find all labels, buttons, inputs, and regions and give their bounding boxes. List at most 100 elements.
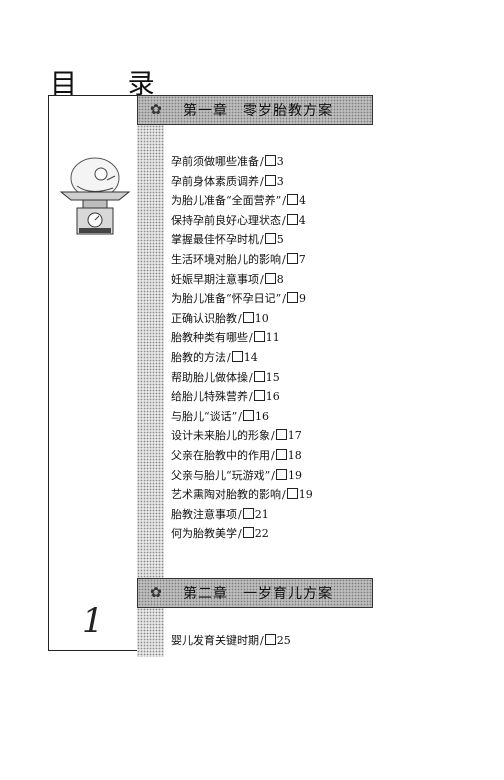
toc-entry-page: 14 (243, 350, 258, 364)
toc-entry[interactable]: 何为胎教美学/ 22 (171, 524, 313, 544)
toc-entry-title: 父亲与胎儿“玩游戏” (171, 468, 271, 482)
toc-separator: / (249, 331, 253, 345)
flower-icon: ✿ (150, 585, 162, 601)
page-box-icon (242, 527, 254, 539)
toc-separator: / (249, 390, 253, 404)
toc-entry-page: 19 (298, 488, 313, 502)
toc-entry-page: 4 (298, 194, 306, 208)
toc-entry-title: 何为胎教美学 (171, 527, 237, 541)
dotted-strip (137, 125, 164, 657)
toc-entry-page: 21 (254, 507, 269, 521)
toc-separator: / (260, 233, 264, 247)
toc-entry[interactable]: 孕前身体素质调养/ 3 (171, 172, 313, 192)
toc-entry[interactable]: 给胎儿特殊营养/ 16 (171, 387, 313, 407)
page-box-icon (242, 311, 254, 323)
toc-entry[interactable]: 父亲与胎儿“玩游戏”/ 19 (171, 466, 313, 486)
toc-separator: / (271, 429, 275, 443)
page-box-icon (231, 350, 243, 362)
toc-entry[interactable]: 艺术熏陶对胎教的影响/ 19 (171, 485, 313, 505)
toc-separator: / (238, 409, 242, 423)
toc-entry-title: 胎教种类有哪些 (171, 331, 248, 345)
page-title: 目 录 (50, 69, 157, 100)
toc-entry-title: 孕前身体素质调养 (171, 174, 259, 188)
toc-entry-title: 胎教注意事项 (171, 507, 237, 521)
toc-separator: / (238, 311, 242, 325)
page-box-icon (253, 390, 265, 402)
toc-entry-page: 7 (298, 252, 306, 266)
page-box-icon (253, 331, 265, 343)
toc-entry[interactable]: 胎教种类有哪些/ 11 (171, 328, 313, 348)
toc-entry-page: 8 (276, 272, 284, 286)
toc-entry-page: 11 (265, 331, 280, 345)
toc-entry-page: 5 (276, 233, 284, 247)
toc-separator: / (238, 507, 242, 521)
toc-entry[interactable]: 帮助胎儿做体操/ 15 (171, 368, 313, 388)
toc-entry-page: 19 (287, 468, 302, 482)
toc-separator: / (238, 527, 242, 541)
toc-entry[interactable]: 与胎儿“谈话”/16 (171, 407, 313, 427)
toc-entry[interactable]: 生活环境对胎儿的影响/7 (171, 250, 313, 270)
toc-entry-page: 22 (254, 527, 269, 541)
toc-entry-page: 10 (254, 311, 269, 325)
toc-separator: / (282, 194, 286, 208)
toc-entry[interactable]: 为胎儿准备“怀孕日记”/9 (171, 289, 313, 309)
toc-separator: / (260, 634, 264, 647)
toc-entry-page: 16 (265, 390, 280, 404)
toc-entry-title: 掌握最佳怀孕时机 (171, 233, 259, 247)
page-box-icon (286, 194, 298, 206)
toc-separator: / (260, 272, 264, 286)
toc-entry[interactable]: 为胎儿准备“全面营养”/ 4 (171, 191, 313, 211)
chapter-banner: ✿ 第一章 零岁胎教方案 (137, 95, 373, 125)
toc-entry-title: 为胎儿准备“怀孕日记” (171, 292, 282, 306)
toc-separator: / (271, 468, 275, 482)
page-box-icon (275, 468, 287, 480)
toc-entry[interactable]: 胎教注意事项/ 21 (171, 505, 313, 525)
toc-entry[interactable]: 保持孕前良好心理状态/4 (171, 211, 313, 231)
page-box-icon (286, 488, 298, 500)
toc-entry-title: 生活环境对胎儿的影响 (171, 252, 281, 266)
toc-entry-page: 9 (298, 292, 306, 306)
toc-separator: / (260, 174, 264, 188)
toc-entry[interactable]: 胎教的方法/ 14 (171, 348, 313, 368)
chapter-title: 第一章 零岁胎教方案 (183, 103, 333, 119)
toc-entry-page: 15 (265, 370, 280, 384)
toc-entry-page: 18 (287, 448, 302, 462)
toc-entry-title: 帮助胎儿做体操 (171, 370, 248, 384)
page-number-text: 1 (82, 601, 104, 640)
toc-entry-title: 妊娠早期注意事项 (171, 272, 259, 286)
toc-separator: / (260, 155, 264, 168)
page-box-icon (264, 174, 276, 186)
toc-entry-title: 给胎儿特殊营养 (171, 390, 248, 404)
page-box-icon (264, 233, 276, 245)
toc-separator: / (249, 370, 253, 384)
toc-entry-page: 3 (276, 174, 284, 188)
toc-entry[interactable]: 孕前须做哪些准备/3 (171, 152, 313, 172)
page-box-icon (264, 272, 276, 284)
toc-entry-title: 孕前须做哪些准备 (171, 155, 259, 168)
flower-icon: ✿ (150, 102, 162, 118)
toc-entry-title: 与胎儿“谈话” (171, 409, 238, 423)
toc-entry[interactable]: 婴儿发育关键时期/25 (171, 631, 291, 651)
toc-entry-page: 4 (298, 213, 306, 227)
toc-entry-title: 设计未来胎儿的形象 (171, 429, 270, 443)
page-box-icon (242, 507, 254, 519)
toc-separator: / (282, 488, 286, 502)
toc-entry-page: 25 (276, 634, 291, 647)
baby-on-scale-illustration (59, 157, 131, 235)
toc-entry-title: 正确认识胎教 (171, 311, 237, 325)
toc-entry-title: 艺术熏陶对胎教的影响 (171, 488, 281, 502)
toc-entry-page: 17 (287, 429, 302, 443)
page-box-icon (275, 448, 287, 460)
toc-entry-title: 胎教的方法 (171, 350, 226, 364)
toc-list: 婴儿发育关键时期/25 (171, 631, 291, 651)
toc-entry[interactable]: 父亲在胎教中的作用/18 (171, 446, 313, 466)
toc-entry[interactable]: 正确认识胎教/ 10 (171, 309, 313, 329)
page-number: 1 (82, 601, 104, 640)
toc-entry[interactable]: 掌握最佳怀孕时机/ 5 (171, 230, 313, 250)
toc-entry-title: 为胎儿准备“全面营养” (171, 194, 282, 208)
toc-separator: / (227, 350, 231, 364)
page-box-icon (264, 634, 276, 645)
toc-entry[interactable]: 妊娠早期注意事项/ 8 (171, 270, 313, 290)
toc-entry[interactable]: 设计未来胎儿的形象/ 17 (171, 426, 313, 446)
